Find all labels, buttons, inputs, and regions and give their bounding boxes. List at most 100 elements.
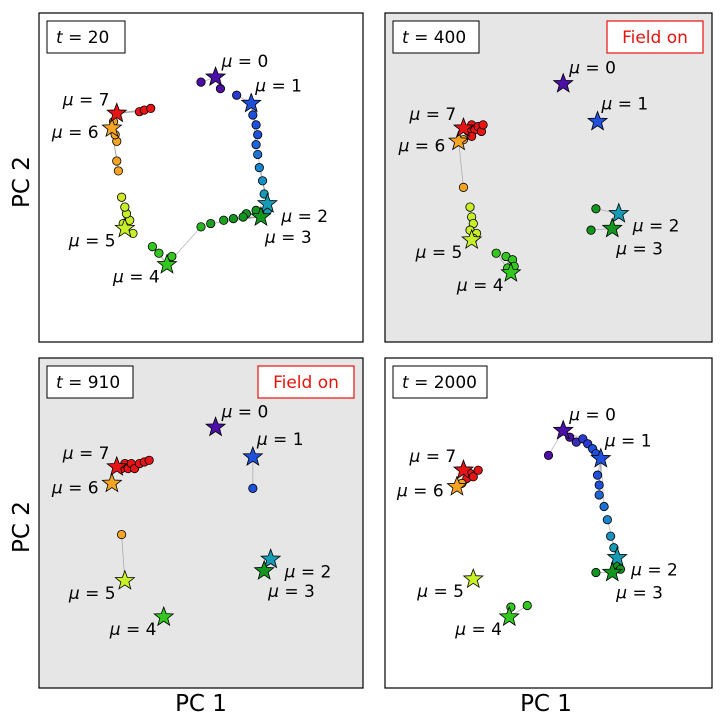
data-point (206, 218, 216, 229)
panel-frame (384, 357, 713, 689)
attractor-star-mu-4 (156, 253, 178, 274)
data-point (253, 130, 263, 140)
data-point (146, 103, 156, 114)
x-axis-label-left: PC 1 (175, 691, 227, 717)
attractor-star-mu-0 (552, 72, 574, 93)
data-point (458, 182, 469, 192)
data-point (599, 501, 609, 512)
y-axis-label-bottom: PC 2 (9, 501, 35, 553)
panel-frame (384, 12, 713, 343)
data-point (117, 192, 127, 202)
panel-t2000: μ = 0μ = 1μ = 2μ = 3μ = 4μ = 5μ = 6μ = 7… (384, 357, 713, 689)
field-on-label: Field on (273, 373, 339, 393)
time-label: t = 400 (402, 28, 466, 48)
attractor-star-mu-4 (498, 605, 520, 627)
attractor-star-mu-0 (552, 419, 574, 440)
time-label: t = 20 (56, 28, 109, 48)
panel-t400: μ = 0μ = 1μ = 2μ = 3μ = 4μ = 5μ = 6μ = 7… (384, 12, 713, 343)
attractor-star-mu-3 (601, 217, 623, 238)
mu-label: μ = 4 (456, 276, 504, 296)
attractor-star-mu-5 (114, 569, 136, 590)
attractor-star-mu-7 (452, 117, 475, 138)
attractor-star-mu-1 (242, 445, 264, 467)
data-point (543, 450, 554, 460)
mu-label: μ = 7 (62, 90, 110, 110)
data-point (251, 140, 261, 150)
attractor-star-mu-2 (608, 202, 630, 223)
data-point (473, 465, 483, 475)
attractor-star-mu-5 (114, 217, 136, 238)
data-point (147, 241, 157, 252)
data-point (491, 248, 501, 258)
data-point (478, 120, 488, 130)
y-axis-label-top: PC 2 (9, 156, 35, 208)
mu-label: μ = 1 (256, 430, 304, 450)
attractor-star-mu-1 (586, 110, 609, 131)
data-point (196, 222, 206, 232)
mu-label: μ = 4 (109, 620, 157, 640)
panel-t910: μ = 0μ = 1μ = 2μ = 3μ = 4μ = 5μ = 6μ = 7… (38, 357, 364, 689)
mu-label: μ = 0 (221, 52, 269, 72)
attractor-star-mu-7 (452, 459, 475, 480)
mu-label: μ = 1 (601, 95, 649, 115)
data-point (254, 163, 264, 173)
time-box (46, 20, 126, 54)
data-point (228, 214, 238, 224)
mu-label: μ = 7 (62, 444, 110, 464)
data-point (232, 90, 242, 100)
attractor-star-mu-2 (606, 546, 628, 567)
attractor-star-mu-1 (590, 447, 612, 468)
mu-label: μ = 0 (568, 406, 616, 426)
mu-label: μ = 2 (630, 561, 678, 581)
trajectory-line (458, 141, 464, 188)
mu-label: μ = 3 (615, 239, 663, 259)
attractor-star-mu-2 (260, 548, 282, 569)
attractor-star-mu-1 (240, 92, 262, 113)
mu-label: μ = 2 (280, 207, 328, 227)
attractor-star-mu-2 (256, 192, 279, 213)
panel-frame (38, 357, 364, 689)
mu-label: μ = 3 (264, 228, 312, 248)
attractor-star-mu-4 (153, 605, 175, 627)
attractor-star-mu-7 (106, 455, 128, 476)
attractor-star-mu-0 (204, 66, 227, 87)
field-on-box (257, 365, 355, 399)
attractor-star-mu-6 (447, 130, 470, 151)
time-label: t = 2000 (402, 373, 477, 393)
data-point (591, 204, 601, 214)
attractor-star-mu-6 (446, 475, 468, 496)
attractor-star-mu-7 (106, 102, 128, 123)
attractor-star-mu-3 (253, 559, 275, 580)
mu-label: μ = 5 (68, 584, 116, 604)
data-point (522, 600, 532, 611)
mu-label: μ = 6 (398, 136, 446, 156)
mu-label: μ = 1 (604, 432, 652, 452)
mu-label: μ = 2 (284, 562, 332, 582)
mu-label: μ = 5 (68, 231, 116, 251)
mu-label: μ = 0 (221, 402, 269, 422)
mu-label: μ = 7 (408, 105, 456, 125)
field-on-box (606, 20, 704, 54)
data-point (144, 455, 154, 465)
mu-label: μ = 3 (267, 582, 315, 602)
data-point (592, 470, 603, 480)
data-point (120, 202, 130, 212)
mu-label: μ = 4 (454, 620, 502, 640)
attractor-star-mu-5 (462, 567, 484, 589)
data-point (253, 149, 263, 160)
panel-frame (38, 12, 364, 343)
data-point (467, 131, 477, 141)
data-point (465, 202, 475, 212)
time-box (46, 365, 134, 399)
data-point (251, 120, 261, 130)
attractor-star-mu-0 (204, 416, 227, 437)
data-point (117, 529, 127, 540)
time-label: t = 910 (56, 373, 120, 393)
data-point (112, 156, 122, 166)
data-point (591, 567, 601, 578)
data-point (594, 480, 604, 490)
mu-label: μ = 1 (254, 76, 302, 96)
data-point (248, 110, 258, 120)
mu-label: μ = 6 (396, 482, 444, 502)
